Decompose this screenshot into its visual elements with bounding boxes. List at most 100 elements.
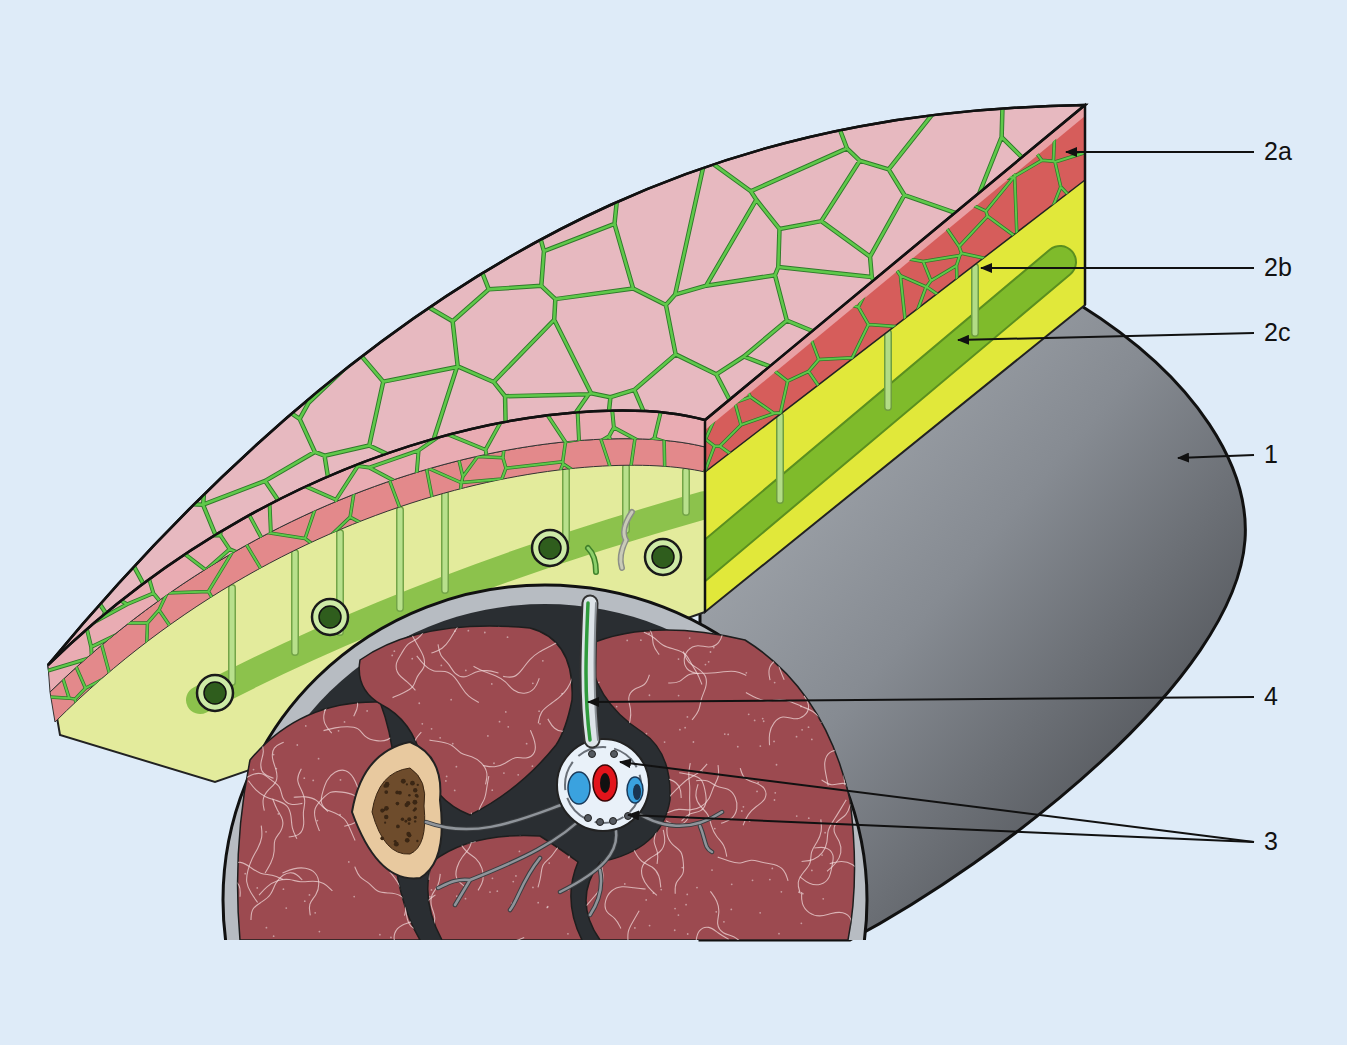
muscle-speckle xyxy=(830,684,832,686)
muscle-speckle xyxy=(689,637,691,639)
illustration-part xyxy=(593,765,617,801)
muscle-speckle xyxy=(489,891,491,893)
muscle-speckle xyxy=(542,660,544,662)
muscle-fibre xyxy=(503,635,571,677)
muscle-speckle xyxy=(548,862,550,864)
illustration-part xyxy=(589,751,596,758)
muscle-speckle xyxy=(393,650,395,652)
muscle-speckle xyxy=(855,768,857,770)
muscle-fibre xyxy=(289,615,360,638)
muscle-fibre xyxy=(247,826,262,903)
bone-marrow xyxy=(394,842,399,847)
muscle-speckle xyxy=(353,896,355,898)
bone-marrow xyxy=(405,803,409,807)
muscle-speckle xyxy=(616,706,618,708)
muscle-speckle xyxy=(547,906,549,908)
muscle-speckle xyxy=(561,693,563,695)
muscle-texture xyxy=(213,576,919,940)
muscle-speckle xyxy=(756,791,758,793)
muscle-fibre xyxy=(644,632,702,684)
muscle-fibre xyxy=(623,675,649,744)
muscle-speckle xyxy=(265,831,267,833)
illustration-part xyxy=(312,599,348,635)
muscle-speckle xyxy=(256,887,258,889)
muscle-speckle xyxy=(693,741,695,743)
muscle-fibre xyxy=(454,938,524,940)
muscle-speckle xyxy=(532,682,534,684)
muscle-speckle xyxy=(652,892,654,894)
muscle-speckle xyxy=(752,879,754,881)
muscle-fibre xyxy=(628,911,650,940)
muscle-speckle xyxy=(450,699,452,701)
muscle-fibre xyxy=(451,776,488,834)
muscle-speckle xyxy=(305,662,307,664)
muscle-fibre xyxy=(822,763,889,785)
bone-marrow xyxy=(408,822,411,825)
muscle-speckle xyxy=(439,737,441,739)
muscle-speckle xyxy=(465,670,467,672)
muscle-fibre xyxy=(259,879,332,895)
muscle-speckle xyxy=(772,631,774,633)
muscle-fibre xyxy=(778,608,801,680)
muscle-fibre xyxy=(324,659,339,733)
muscle-speckle xyxy=(848,637,850,639)
muscle-speckle xyxy=(716,629,718,631)
muscle-fibre xyxy=(605,887,646,929)
muscle-speckle xyxy=(774,792,776,794)
muscle-speckle xyxy=(460,835,462,837)
muscle-speckle xyxy=(507,636,509,638)
bone-marrow xyxy=(396,825,400,829)
muscle-speckle xyxy=(771,868,773,870)
skin-outline xyxy=(48,105,1085,665)
muscle-speckle xyxy=(748,713,750,715)
illustration-part xyxy=(204,682,226,704)
muscle-speckle xyxy=(340,779,342,781)
muscle-speckle xyxy=(681,867,683,869)
muscle-speckle xyxy=(491,789,493,791)
muscle-speckle xyxy=(727,733,729,735)
muscle-speckle xyxy=(773,740,775,742)
muscle-fibre xyxy=(645,595,673,654)
muscle-speckle xyxy=(293,637,295,639)
muscle-speckle xyxy=(431,728,433,730)
illustration-part xyxy=(1178,455,1254,458)
muscle-speckle xyxy=(500,800,502,802)
muscle-speckle xyxy=(431,889,433,891)
muscle-speckle xyxy=(814,619,816,621)
muscle-speckle xyxy=(715,911,717,913)
muscle-speckle xyxy=(304,900,306,902)
muscle-speckle xyxy=(314,912,316,914)
muscle-fibre xyxy=(710,891,754,940)
muscle-speckle xyxy=(812,643,814,645)
bone-marrow xyxy=(380,809,384,813)
skin-surface xyxy=(48,105,1085,665)
callout-number: 2b xyxy=(1262,254,1294,282)
muscle-fibre xyxy=(396,629,425,690)
muscle-speckle xyxy=(796,736,798,738)
muscle-speckle xyxy=(285,907,287,909)
muscle-speckle xyxy=(455,766,457,768)
muscle-speckle xyxy=(517,774,519,776)
muscle-speckle xyxy=(674,908,676,910)
muscle-speckle xyxy=(526,743,528,745)
muscle-speckle xyxy=(584,883,586,885)
bone-marrow xyxy=(380,836,384,840)
illustration-part xyxy=(627,777,643,803)
bone-marrow xyxy=(414,816,417,819)
muscle-speckle xyxy=(469,623,471,625)
muscle-speckle xyxy=(257,633,259,635)
muscle-speckle xyxy=(544,825,546,827)
muscle-fibre xyxy=(449,576,509,621)
muscle-fibre xyxy=(538,656,573,723)
muscle-speckle xyxy=(802,893,804,895)
muscle-speckle xyxy=(273,935,275,937)
muscle-speckle xyxy=(762,718,764,720)
muscle-speckle xyxy=(841,640,843,642)
bone-marrow xyxy=(413,788,417,792)
muscle-speckle xyxy=(266,927,268,929)
muscle-speckle xyxy=(776,764,778,766)
muscle-speckle xyxy=(312,780,314,782)
bone-marrow xyxy=(416,840,418,842)
muscle-speckle xyxy=(277,813,279,815)
illustration-part xyxy=(532,530,568,566)
